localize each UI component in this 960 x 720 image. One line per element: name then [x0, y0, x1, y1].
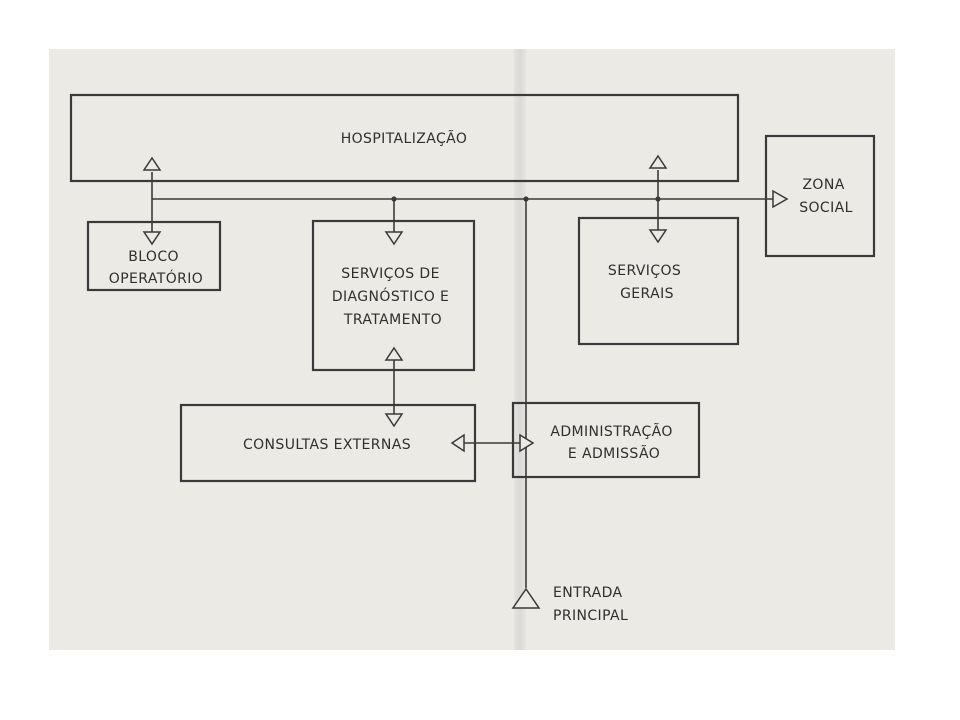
label-servicos-gerais: SERVIÇOS GERAIS: [608, 263, 686, 302]
arrow-up-hosp-right: [648, 154, 668, 169]
label-hospitalizacao: HOSPITALIZAÇÃO: [341, 130, 468, 147]
label-zona-social: ZONA SOCIAL: [799, 177, 853, 216]
arrow-down-consultas: [384, 413, 404, 428]
scanned-page-background: [49, 49, 895, 650]
label-servicos-diagnostico: SERVIÇOS DE DIAGNÓSTICO E TRATAMENTO: [332, 266, 454, 328]
arrow-left-consultas: [450, 433, 465, 453]
arrow-down-diagnostico: [384, 231, 404, 246]
arrow-right-admin: [519, 433, 535, 453]
arrow-entrada-principal: [511, 587, 541, 609]
arrow-down-gerais: [648, 229, 668, 244]
box-administracao: [511, 401, 701, 479]
label-bloco-operatorio: BLOCO OPERATÓRIO: [109, 249, 203, 287]
box-bloco-operatorio: [86, 220, 222, 292]
label-consultas-externas: CONSULTAS EXTERNAS: [243, 437, 411, 453]
label-entrada-principal: ENTRADA PRINCIPAL: [553, 585, 628, 624]
arrow-up-hosp: [142, 156, 162, 171]
arrow-up-diagnostico: [384, 346, 404, 361]
label-administracao: ADMINISTRAÇÃO E ADMISSÃO: [550, 423, 677, 462]
box-hospitalizacao: [69, 93, 740, 183]
junction-entrada: [523, 196, 529, 202]
junction-gerais: [655, 196, 661, 202]
arrow-right-zona: [772, 189, 789, 209]
box-zona-social: [764, 134, 876, 258]
arrow-down-bloco: [142, 231, 162, 246]
junction-diagnostico: [391, 196, 397, 202]
